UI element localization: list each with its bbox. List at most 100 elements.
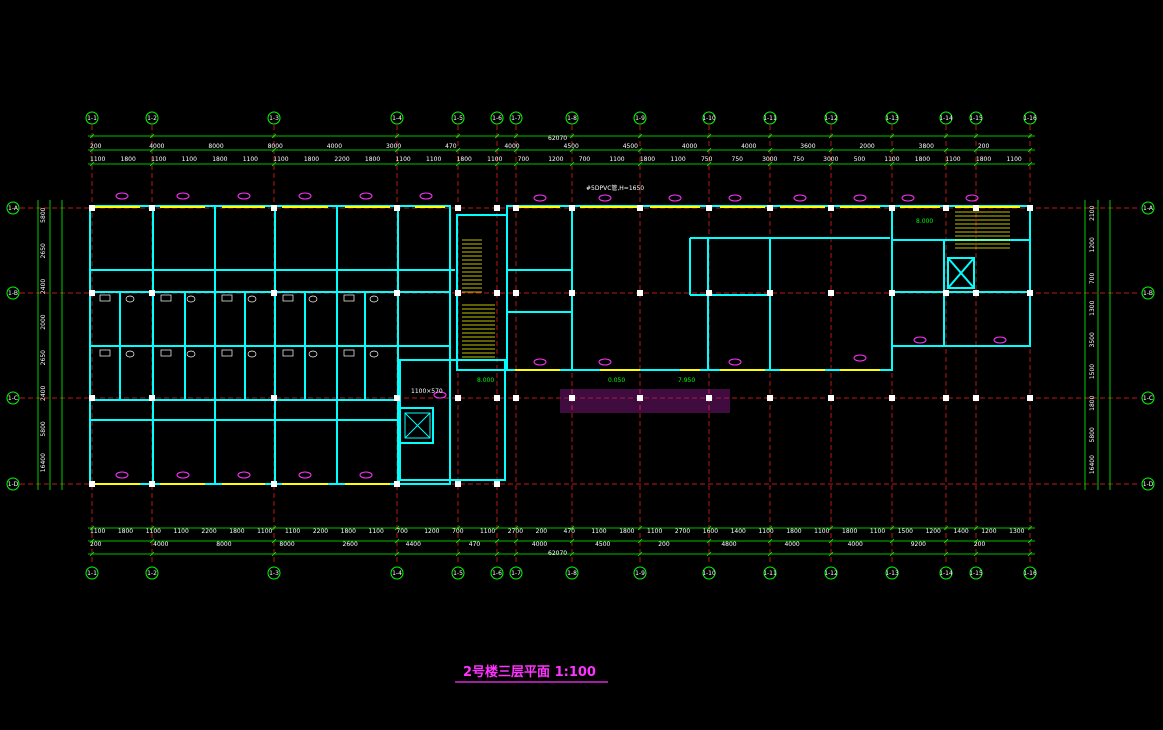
annotation-text: 1100×570 <box>411 388 443 395</box>
dimension-text: 4400 <box>406 541 421 548</box>
room-tag <box>237 471 251 479</box>
column <box>637 290 643 296</box>
axis-label: 1-16 <box>1023 570 1037 577</box>
dimension-text: 8000 <box>268 143 283 150</box>
dimension-text: 4500 <box>595 541 610 548</box>
axis-bubble: 1-10 <box>702 566 716 580</box>
dimension-text: 2400 <box>40 385 47 400</box>
dimension-text: 3000 <box>386 143 401 150</box>
entrance-steps <box>560 389 730 413</box>
dimension-text: 1100 <box>426 156 441 163</box>
room-tag <box>993 336 1007 344</box>
column <box>149 205 155 211</box>
dimension-text: 1300 <box>1009 528 1024 535</box>
dimension-text: 1100 <box>647 528 662 535</box>
dimension-text: 2000 <box>40 314 47 329</box>
column <box>455 290 461 296</box>
column <box>706 395 712 401</box>
dimension-text: 3500 <box>1089 332 1096 347</box>
dimension-text: 5800 <box>40 421 47 436</box>
dimension-text: 1600 <box>703 528 718 535</box>
dimension-text: 5800 <box>1089 427 1096 442</box>
column <box>455 481 461 487</box>
dimension-text: 2400 <box>40 279 47 294</box>
dimension-text: 3000 <box>823 156 838 163</box>
axis-bubble: 1-C <box>6 391 20 405</box>
dimension-text: 1100 <box>480 528 495 535</box>
elevator-symbol <box>404 412 431 439</box>
dimension-text: 3600 <box>800 143 815 150</box>
dimension-text: 8000 <box>279 541 294 548</box>
dimension-text: 16400 <box>40 453 47 472</box>
axis-label: 1-16 <box>1023 115 1037 122</box>
column <box>89 481 95 487</box>
axis-label: 1-4 <box>392 570 402 577</box>
axis-label: 1-7 <box>511 570 521 577</box>
axis-bubble: 1-11 <box>763 111 777 125</box>
column <box>1027 205 1033 211</box>
axis-label: 1-10 <box>702 115 716 122</box>
axis-label: 1-A <box>1143 205 1154 212</box>
column <box>149 290 155 296</box>
axis-bubble: 1-9 <box>633 111 647 125</box>
dimension-text: 1200 <box>548 156 563 163</box>
column <box>943 290 949 296</box>
room-tag <box>728 194 742 202</box>
elevation-mark: 8.000 <box>916 218 933 225</box>
dimension-text: 700 <box>452 528 464 535</box>
column <box>455 205 461 211</box>
dimension-text: 2100 <box>1089 205 1096 220</box>
axis-bubble: 1-11 <box>763 566 777 580</box>
dimension-text: 700 <box>396 528 408 535</box>
dimension-text: 2000 <box>859 143 874 150</box>
elevation-mark: 7.950 <box>678 377 695 384</box>
room-tag <box>298 471 312 479</box>
dimension-text: 1800 <box>619 528 634 535</box>
axis-label: 1-D <box>1143 481 1154 488</box>
dimension-text: 4000 <box>784 541 799 548</box>
toilet-fixture <box>160 349 172 357</box>
dimension-text: 1800 <box>365 156 380 163</box>
column <box>89 205 95 211</box>
axis-bubble: 1-15 <box>969 566 983 580</box>
axis-bubble: 1-A <box>1141 201 1155 215</box>
sink-fixture <box>186 350 196 358</box>
room-tag <box>668 194 682 202</box>
column <box>637 395 643 401</box>
axis-label: 1-9 <box>635 570 645 577</box>
room-tag <box>419 192 433 200</box>
axis-bubble: 1-10 <box>702 111 716 125</box>
dimension-text: 1800 <box>915 156 930 163</box>
room-tag <box>598 194 612 202</box>
dimension-text: 1100 <box>758 528 773 535</box>
column <box>271 395 277 401</box>
dimension-text: 1400 <box>953 528 968 535</box>
axis-label: 1-15 <box>969 115 983 122</box>
dimension-text: 1100 <box>670 156 685 163</box>
axis-bubble: 1-15 <box>969 111 983 125</box>
sink-fixture <box>247 350 257 358</box>
building-walls <box>89 205 1031 485</box>
axis-label: 1-5 <box>453 115 463 122</box>
dimension-text: 4000 <box>741 143 756 150</box>
dimension-text: 1100 <box>90 528 105 535</box>
dimension-text: 2200 <box>334 156 349 163</box>
dimension-text: 1800 <box>304 156 319 163</box>
axis-label: 1-10 <box>702 570 716 577</box>
dimension-lines <box>37 135 1111 555</box>
column <box>494 205 500 211</box>
toilet-fixture <box>343 349 355 357</box>
dimension-text: 1100 <box>90 156 105 163</box>
axis-bubble: 1-2 <box>145 566 159 580</box>
axis-label: 1-4 <box>392 115 402 122</box>
column <box>943 395 949 401</box>
toilet-fixture <box>221 294 233 302</box>
dimension-text: 3000 <box>762 156 777 163</box>
axis-bubble: 1-7 <box>509 111 523 125</box>
sink-fixture <box>308 295 318 303</box>
dimension-text: 2200 <box>313 528 328 535</box>
axis-label: 1-1 <box>87 115 97 122</box>
drawing-title: 2号楼三层平面 1:100 <box>463 664 596 680</box>
column <box>889 395 895 401</box>
